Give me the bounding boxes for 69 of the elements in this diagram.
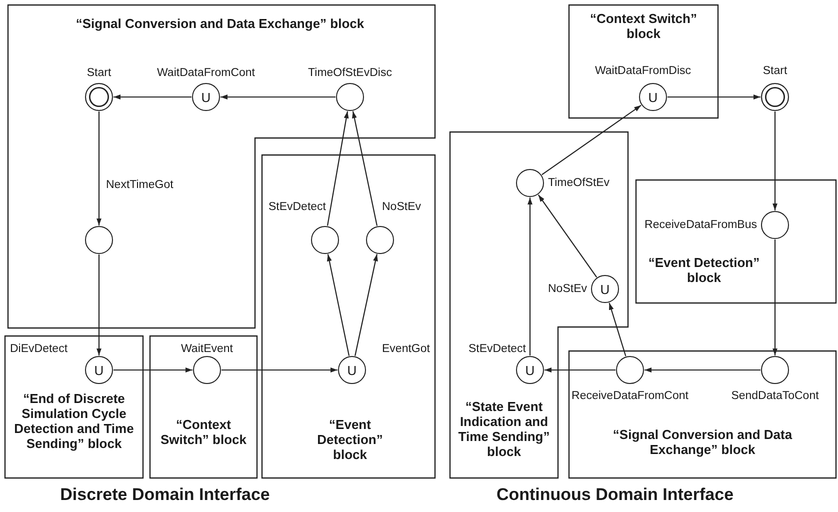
state-circle: U <box>192 83 220 111</box>
block-title: “Signal Conversion and Data Exchange” block <box>612 428 794 458</box>
arrow <box>352 111 378 226</box>
state-circle: U <box>516 356 544 384</box>
arrow <box>772 112 778 210</box>
state-circle <box>516 169 544 197</box>
state-circle: U <box>85 356 113 384</box>
arrow <box>114 368 192 372</box>
panel-title: Continuous Domain Interface <box>496 485 734 505</box>
state-circle <box>761 211 789 239</box>
state-circle <box>616 356 644 384</box>
state-label: WaitDataFromCont <box>157 66 255 80</box>
arrow <box>96 112 102 226</box>
arrow <box>544 368 616 372</box>
state-label: Start <box>762 64 788 78</box>
block-frame <box>569 5 718 118</box>
arrow <box>772 240 778 356</box>
state-label: NextTimeGot <box>106 178 174 192</box>
block-frame <box>569 351 836 478</box>
state-label: StEvDetect <box>268 200 326 214</box>
state-label: Start <box>86 66 112 80</box>
arrow <box>644 368 760 372</box>
state-label: WaitEvent <box>181 342 233 356</box>
arrow <box>608 302 626 356</box>
state-circle <box>366 226 394 254</box>
start-state-circle <box>85 83 113 111</box>
state-circle: U <box>639 83 667 111</box>
arrow <box>354 254 378 356</box>
state-label: TimeOfStEv <box>548 176 610 190</box>
arrow <box>528 198 532 356</box>
state-label: WaitDataFromDisc <box>594 64 692 78</box>
state-label: DiEvDetect <box>10 342 68 356</box>
state-label: StEvDetect <box>468 342 526 356</box>
state-circle <box>311 226 339 254</box>
state-label: NoStEv <box>382 200 421 214</box>
arrow <box>220 94 336 100</box>
block-frame <box>636 180 836 303</box>
block-title: “Context Switch” block <box>589 12 698 42</box>
block-title: “State Event Indication and Time Sending” block <box>457 400 551 460</box>
arrow <box>114 94 192 100</box>
state-label: EventGot <box>382 342 430 356</box>
state-circle: U <box>591 275 619 303</box>
arrow <box>222 368 338 372</box>
state-label: SendDataToCont <box>731 389 819 403</box>
block-frame <box>150 336 257 478</box>
start-state-circle <box>761 83 789 111</box>
arrow <box>542 104 642 176</box>
block-frame <box>5 336 143 478</box>
state-label: TimeOfStEvDisc <box>308 66 392 80</box>
state-circle <box>336 83 364 111</box>
state-circle <box>85 226 113 254</box>
panel-title: Discrete Domain Interface <box>60 485 270 505</box>
block-title: “Event Detection” block <box>316 418 384 463</box>
block-title: “Event Detection” block <box>647 256 761 286</box>
arrow <box>326 111 349 226</box>
state-label: NoStEv <box>548 282 587 296</box>
block-title: “End of Discrete Simulation Cycle Detection and Time Sending” block <box>13 392 135 452</box>
block-frame <box>262 155 435 478</box>
block-title: “Signal Conversion and Data Exchange” block <box>74 17 366 32</box>
arrow <box>326 254 350 356</box>
arrow <box>538 194 598 278</box>
arrow <box>96 254 102 356</box>
block-title: “Context Switch” block <box>160 418 248 448</box>
state-circle <box>761 356 789 384</box>
state-label: ReceiveDataFromCont <box>572 389 688 403</box>
state-label: ReceiveDataFromBus <box>644 218 757 232</box>
arrow <box>668 94 760 100</box>
state-circle <box>193 356 221 384</box>
state-circle: U <box>338 356 366 384</box>
